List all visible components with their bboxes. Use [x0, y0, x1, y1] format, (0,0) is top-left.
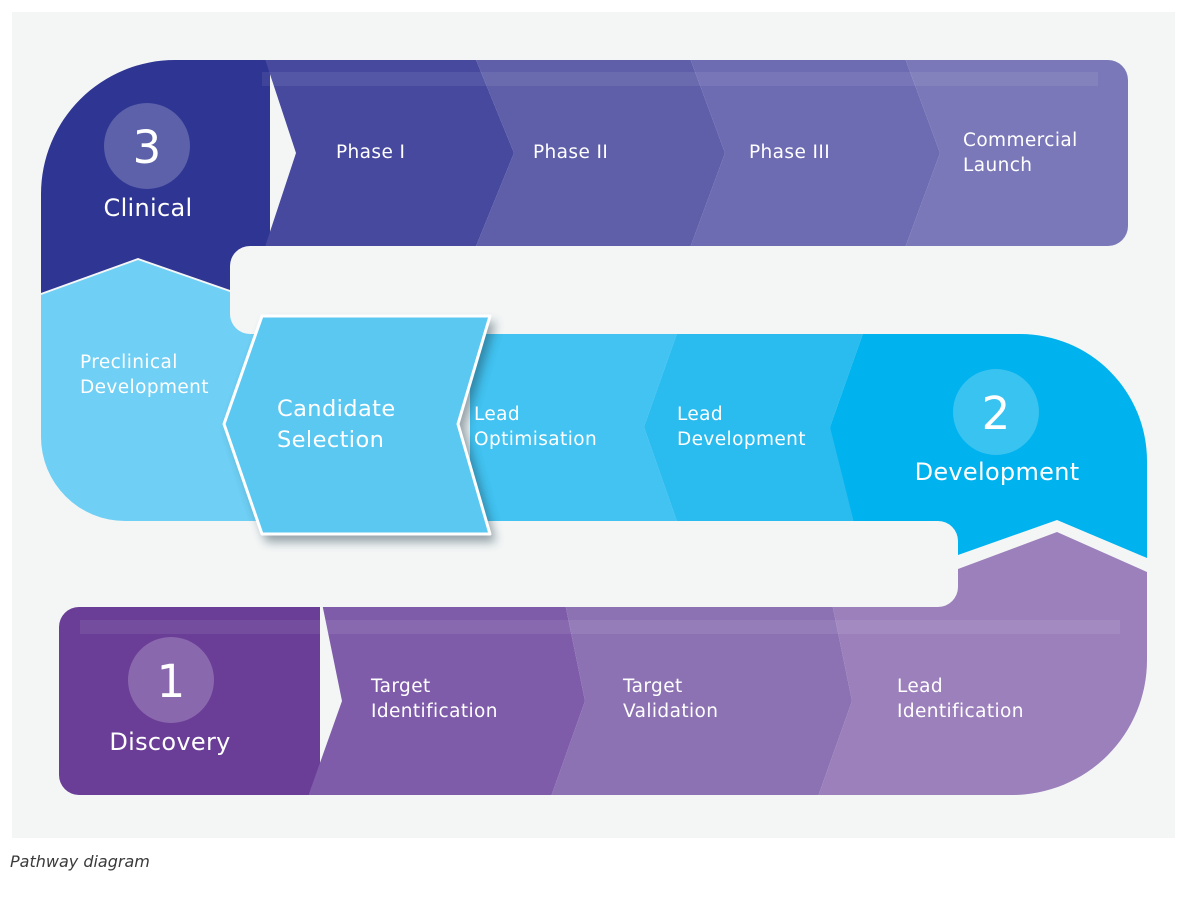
clinical-stage-label: Clinical [104, 194, 193, 222]
phase-1-segment [262, 60, 514, 256]
lead-development-segment [644, 325, 866, 530]
target-validation-label-line: Target [622, 676, 683, 697]
clinical-highlight [262, 72, 1098, 86]
preclinical-development-label-line: Development [80, 377, 209, 398]
pathway-diagram: 3 Clinical Phase I Phase II Phase III Co… [41, 60, 1147, 795]
lead-identification-label-line: Lead [897, 676, 943, 697]
commercial-launch-label-line: Launch [963, 155, 1032, 176]
clinical-row: 3 Clinical Phase I Phase II Phase III Co… [41, 60, 1128, 293]
development-stage-band [830, 325, 1147, 558]
candidate-selection-label-line: Selection [277, 427, 384, 453]
candidate-selection-segment[interactable] [222, 314, 492, 536]
development-number: 2 [982, 387, 1011, 440]
target-identification-label-line: Target [370, 676, 431, 697]
phase-2-segment [472, 60, 725, 256]
phase-2-label-line: Phase II [533, 142, 608, 163]
clinical-number: 3 [133, 121, 162, 174]
lead-optimisation-label-line: Optimisation [474, 429, 597, 450]
lead-identification-segment [815, 532, 1147, 795]
commercial-launch-segment [902, 60, 1128, 256]
candidate-selection-label-line: Candidate [277, 396, 396, 422]
phase-3-label-line: Phase III [749, 142, 830, 163]
lead-optimisation-segment [470, 325, 680, 530]
clinical-number-badge [104, 103, 190, 189]
lead-identification-label-line: Identification [897, 701, 1024, 722]
development-number-badge [953, 369, 1039, 455]
phase-1-label-line: Phase I [336, 142, 405, 163]
discovery-number: 1 [157, 655, 186, 708]
lead-optimisation-label-line: Lead [474, 404, 520, 425]
development-stage-label: Development [915, 458, 1080, 486]
discovery-stage-label: Discovery [109, 728, 230, 756]
target-identification-segment [305, 532, 585, 795]
lead-development-label-line: Development [677, 429, 806, 450]
preclinical-development-label-line: Preclinical [80, 352, 178, 373]
phase-1-label: Phase I [336, 142, 405, 163]
phase-2-label: Phase II [533, 142, 608, 163]
diagram-panel: 3 Clinical Phase I Phase II Phase III Co… [12, 12, 1175, 838]
target-validation-segment [548, 532, 852, 795]
discovery-highlight [80, 620, 1120, 634]
target-identification-label-line: Identification [371, 701, 498, 722]
diagram-caption: Pathway diagram [10, 852, 150, 871]
commercial-launch-label-line: Commercial [963, 130, 1078, 151]
phase-3-label: Phase III [749, 142, 830, 163]
phase-3-segment [687, 60, 940, 256]
discovery-number-badge [128, 637, 214, 723]
target-validation-label-line: Validation [623, 701, 718, 722]
lead-development-label-line: Lead [677, 404, 723, 425]
